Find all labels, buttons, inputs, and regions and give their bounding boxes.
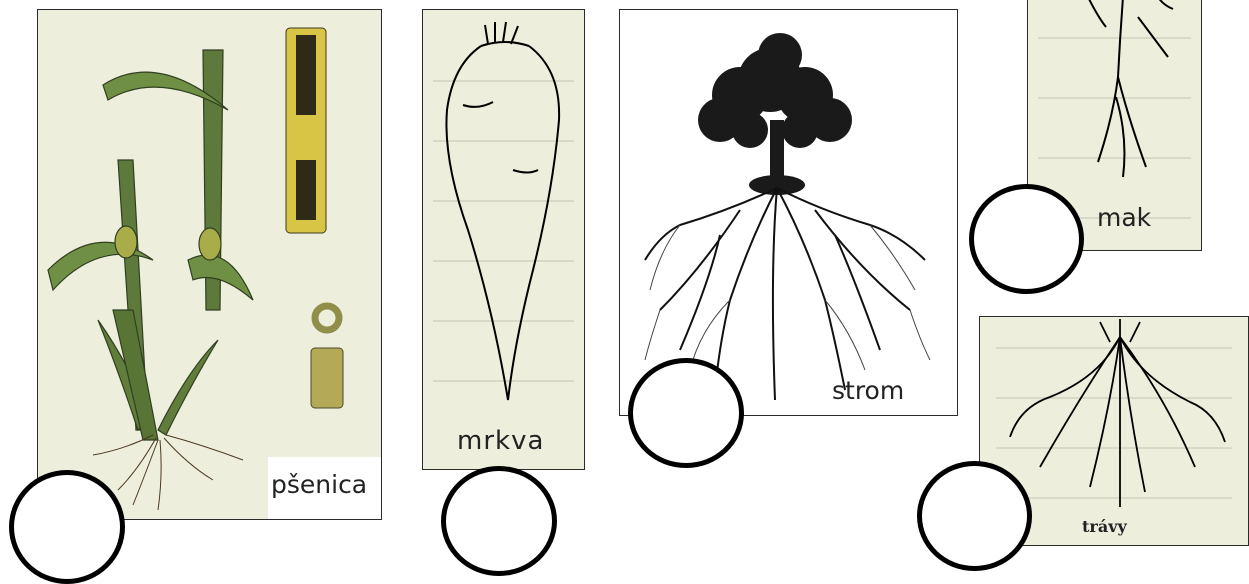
wheat-card: pšenica (37, 9, 382, 520)
answer-circle-carrot[interactable] (441, 466, 557, 576)
tree-label: strom (832, 376, 904, 405)
answer-circle-tree[interactable] (628, 358, 744, 468)
tree-illustration (620, 10, 958, 416)
wheat-illustration (38, 10, 382, 520)
grass-label: trávy (1082, 517, 1127, 536)
carrot-card: mrkva (422, 9, 585, 470)
carrot-label: mrkva (457, 426, 544, 456)
tree-card: strom (619, 9, 958, 416)
answer-circle-wheat[interactable] (9, 470, 125, 584)
answer-circle-grass[interactable] (917, 461, 1032, 571)
poppy-label: mak (1097, 203, 1151, 232)
carrot-illustration (423, 10, 585, 470)
wheat-label: pšenica (271, 470, 367, 499)
answer-circle-poppy[interactable] (969, 184, 1084, 294)
